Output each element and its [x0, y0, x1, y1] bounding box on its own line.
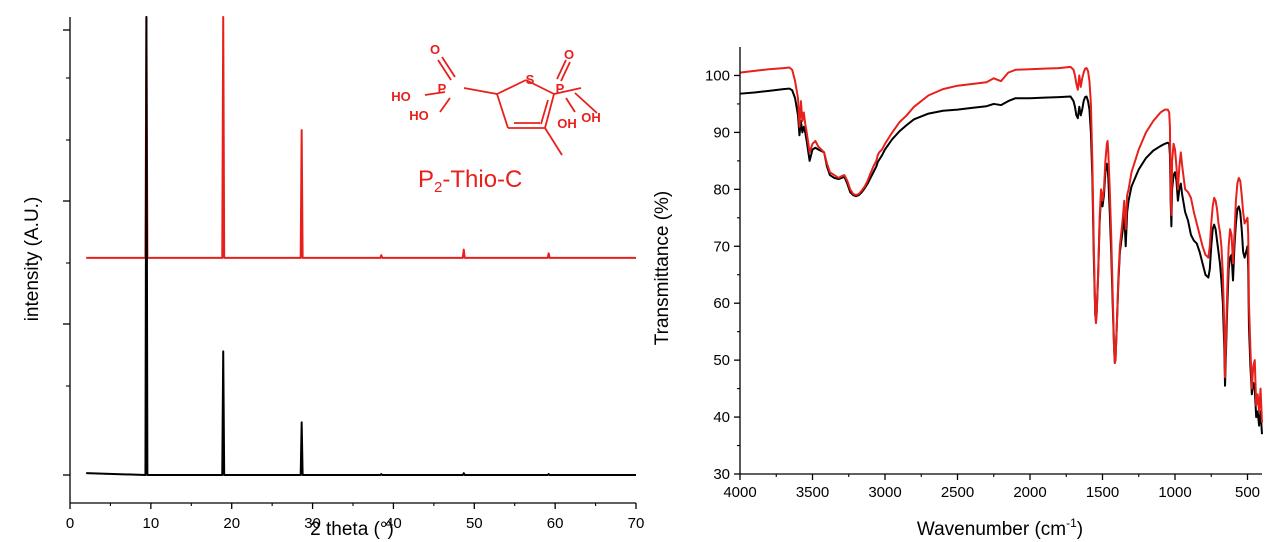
atom-label: OH: [557, 116, 577, 131]
ir-ylabel: Transmittance (%): [652, 191, 673, 346]
ir-x-tick-label: 2500: [941, 484, 974, 501]
atom-label: HO: [391, 89, 411, 104]
ir-x-tick-label: 500: [1235, 484, 1260, 501]
poh-bond: [424, 91, 446, 96]
ir-y-tick-label: 70: [713, 238, 730, 255]
poh-bond: [439, 97, 451, 113]
atom-label: P: [556, 81, 565, 96]
xrd-x-tick-label: 10: [143, 515, 160, 532]
poh-bond: [565, 97, 576, 113]
ir-x-tick-label: 3500: [796, 484, 829, 501]
ir-axes: 4000 3500 3000 2500 2000 1500 1000 500 30 40 50 60 7…: [705, 47, 1262, 501]
ir-x-tick-label: 3000: [868, 484, 901, 501]
ir-y-tick-label: 50: [713, 352, 730, 369]
ir-series-line: [739, 87, 1263, 435]
ir-y-tick-label: 30: [713, 466, 730, 483]
ir-chart: 4000 3500 3000 2500 2000 1500 1000 500 30 40 50 60 7…: [652, 47, 1263, 540]
xrd-x-tick-label: 0: [66, 515, 74, 532]
ir-xlabel-sup: -1: [1066, 516, 1077, 530]
po-double-bond: [441, 56, 456, 78]
atom-label: HO: [409, 108, 429, 123]
ir-x-tick-label: 1000: [1158, 484, 1191, 501]
ir-x-tick-label: 4000: [723, 484, 756, 501]
substituent-bond: [463, 87, 498, 95]
po-double-bond: [437, 59, 452, 81]
methyl-bond: [544, 127, 563, 156]
xrd-series-line: [86, 16, 636, 476]
ring-bond: [496, 79, 527, 95]
atom-label: O: [430, 42, 440, 57]
xrd-ylabel: intensity (A.U.): [22, 197, 43, 322]
ir-y-tick-label: 40: [713, 409, 730, 426]
ir-x-tick-label: 2000: [1013, 484, 1046, 501]
compound-name: P2-Thio-C: [418, 166, 522, 196]
atom-label: S: [526, 72, 535, 87]
xrd-x-tick-label: 60: [547, 515, 564, 532]
ir-xlabel-main: Wavenumber (cm: [917, 519, 1066, 540]
ring-bond: [525, 79, 555, 95]
ring-double-bond: [540, 99, 549, 125]
ir-series-line: [739, 65, 1263, 423]
ir-xlabel: Wavenumber (cm-1): [917, 516, 1083, 540]
ring-bond: [544, 93, 555, 129]
xrd-xlabel: 2 theta (°): [310, 519, 394, 540]
xrd-series-line: [86, 16, 636, 259]
substituent-bond: [553, 87, 582, 95]
molecule-structure: [424, 56, 598, 156]
ir-y-tick-label: 60: [713, 295, 730, 312]
xrd-series-group: [86, 16, 636, 476]
atom-label: P: [438, 81, 447, 96]
ir-y-tick-label: 80: [713, 181, 730, 198]
atom-label: O: [564, 47, 574, 62]
xrd-chart: 0 10 20 30 40 50 60 70 2 theta (°) intensity (A…: [22, 16, 644, 540]
compound-name-rest: -Thio-C: [442, 166, 522, 193]
xrd-x-tick-label: 70: [628, 515, 645, 532]
ir-y-tick-label: 90: [713, 124, 730, 141]
xrd-axes: 0 10 20 30 40 50 60 70: [63, 17, 644, 532]
xrd-x-tick-label: 30: [304, 515, 321, 532]
xrd-x-tick-label: 20: [223, 515, 240, 532]
ir-series-group: [739, 65, 1263, 435]
compound-name-subscript: 2: [434, 179, 442, 196]
ir-y-tick-label: 100: [705, 67, 730, 84]
ir-x-tick-label: 1500: [1086, 484, 1119, 501]
po-double-bond: [560, 61, 571, 82]
xrd-x-tick-label: 50: [466, 515, 483, 532]
poh-bond: [574, 92, 598, 114]
atom-label: OH: [581, 110, 601, 125]
ring-bond: [496, 93, 509, 129]
xrd-x-tick-label: 40: [385, 515, 402, 532]
po-double-bond: [556, 59, 567, 80]
ir-xlabel-end: ): [1077, 519, 1083, 540]
compound-name-main: P: [418, 166, 434, 193]
